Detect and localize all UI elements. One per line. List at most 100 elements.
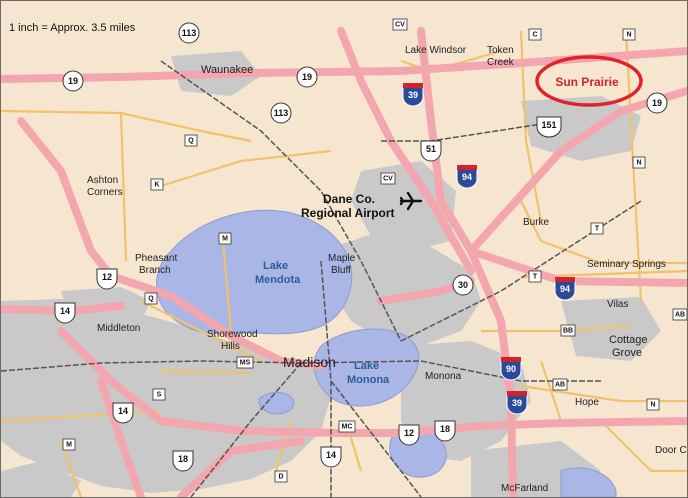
svg-text:S: S	[157, 392, 162, 399]
city-ashton-2: Corners	[87, 187, 123, 198]
lake-mendota-shape	[156, 209, 353, 335]
urban-sun-prairie	[521, 96, 641, 161]
box-m-s: M	[62, 438, 76, 451]
svg-text:C: C	[532, 32, 537, 39]
box-cv-air: CV	[380, 172, 396, 185]
scale-note: 1 inch = Approx. 3.5 miles	[9, 22, 136, 34]
svg-text:94: 94	[462, 172, 472, 182]
sun-prairie-highlight	[535, 55, 643, 107]
lake-monona-shape	[313, 328, 420, 407]
hwy-19	[1, 47, 687, 83]
city-shorewood-1: Shorewood	[207, 329, 258, 340]
lake-mendota-label-1: Lake	[263, 260, 288, 272]
svg-text:AB: AB	[675, 312, 685, 319]
box-n-mid: N	[632, 156, 646, 169]
box-ab-s: AB	[672, 308, 687, 321]
svg-text:18: 18	[440, 424, 450, 434]
svg-text:113: 113	[182, 28, 197, 38]
box-ms: MS	[236, 356, 254, 369]
route-shields: 113 19 19 19 113 51 151 12 14 30 14 12 1…	[54, 22, 668, 472]
svg-text:CV: CV	[395, 22, 405, 29]
svg-text:CV: CV	[383, 176, 393, 183]
urban-east-side	[321, 231, 481, 346]
sun-prairie-label[interactable]: Sun Prairie	[555, 75, 619, 89]
svg-text:14: 14	[60, 306, 70, 316]
shield-us51: 51	[420, 140, 442, 162]
city-vilas: Vilas	[607, 299, 629, 310]
svg-text:M: M	[222, 236, 228, 243]
svg-text:14: 14	[326, 450, 336, 460]
svg-text:Q: Q	[148, 296, 154, 303]
shield-us151: 151	[536, 116, 562, 138]
shield-wi19-w: 19	[62, 70, 84, 92]
svg-text:19: 19	[302, 72, 312, 82]
hwy-51-n	[337, 27, 395, 145]
svg-text:94: 94	[560, 284, 570, 294]
shield-wi30: 30	[452, 274, 474, 296]
shield-us12: 12	[96, 268, 118, 290]
svg-text:T: T	[533, 274, 538, 281]
shield-wi19-c: 19	[296, 66, 318, 88]
svg-text:12: 12	[102, 272, 112, 282]
shield-wi19-e: 19	[646, 92, 668, 114]
svg-text:19: 19	[652, 98, 662, 108]
city-hope: Hope	[575, 397, 599, 408]
box-n-bot: N	[646, 398, 660, 411]
city-madison: Madison	[283, 354, 336, 370]
shield-i94-e: 94	[554, 277, 576, 301]
urban-cottage-grove	[561, 297, 661, 361]
county-route-boxes: CV C N Q K CV N M T T Q BB MS AB S N MC …	[62, 18, 687, 483]
box-t-mid: T	[528, 270, 542, 283]
svg-text:N: N	[636, 160, 641, 167]
lake-kegonsa-shape	[560, 467, 617, 497]
city-pheasant-2: Branch	[139, 265, 171, 276]
shield-i39-n: 39	[402, 83, 424, 107]
city-maple-1: Maple	[328, 253, 356, 264]
city-pheasant-1: Pheasant	[135, 253, 177, 264]
shield-us12-s: 12	[398, 424, 420, 446]
svg-text:113: 113	[274, 108, 289, 118]
airplane-icon	[399, 191, 423, 211]
city-maple-2: Bluff	[331, 265, 351, 276]
svg-text:18: 18	[178, 454, 188, 464]
box-cv-top: CV	[392, 18, 408, 31]
svg-text:MS: MS	[240, 360, 251, 367]
svg-text:19: 19	[68, 76, 78, 86]
urban-southwest	[1, 461, 81, 497]
urban-airport	[351, 161, 456, 251]
city-door-creek: Door C	[655, 445, 687, 456]
airport-label-1: Dane Co.	[323, 192, 375, 206]
svg-text:AB: AB	[555, 382, 565, 389]
hwy-18-s	[177, 437, 305, 497]
svg-text:30: 30	[458, 280, 468, 290]
svg-text:D: D	[278, 474, 283, 481]
hwy-14-s	[97, 377, 145, 497]
city-waunakee: Waunakee	[201, 64, 253, 76]
shield-us113-top: 113	[178, 22, 200, 44]
lake-mendota-label-2: Mendota	[255, 274, 301, 286]
svg-text:12: 12	[404, 428, 414, 438]
svg-text:39: 39	[408, 90, 418, 100]
svg-text:M: M	[66, 442, 72, 449]
box-t-n: T	[590, 222, 604, 235]
box-n-top: N	[622, 28, 636, 41]
svg-text:MC: MC	[342, 424, 353, 431]
svg-text:T: T	[595, 226, 600, 233]
box-q-n: Q	[184, 134, 198, 147]
svg-text:90: 90	[506, 364, 516, 374]
svg-text:N: N	[650, 402, 655, 409]
city-shorewood-2: Hills	[221, 341, 240, 352]
svg-text:BB: BB	[563, 328, 573, 335]
shield-us113-mid: 113	[270, 102, 292, 124]
box-mc: MC	[338, 420, 356, 433]
shield-us14-s: 14	[112, 402, 134, 424]
city-lake-windsor: Lake Windsor	[405, 45, 467, 56]
city-token-2: Creek	[487, 57, 515, 68]
svg-text:N: N	[626, 32, 631, 39]
svg-text:Q: Q	[188, 138, 194, 145]
hwy-12-beltline	[57, 327, 687, 437]
svg-text:151: 151	[541, 120, 556, 130]
city-ashton-1: Ashton	[87, 175, 118, 186]
